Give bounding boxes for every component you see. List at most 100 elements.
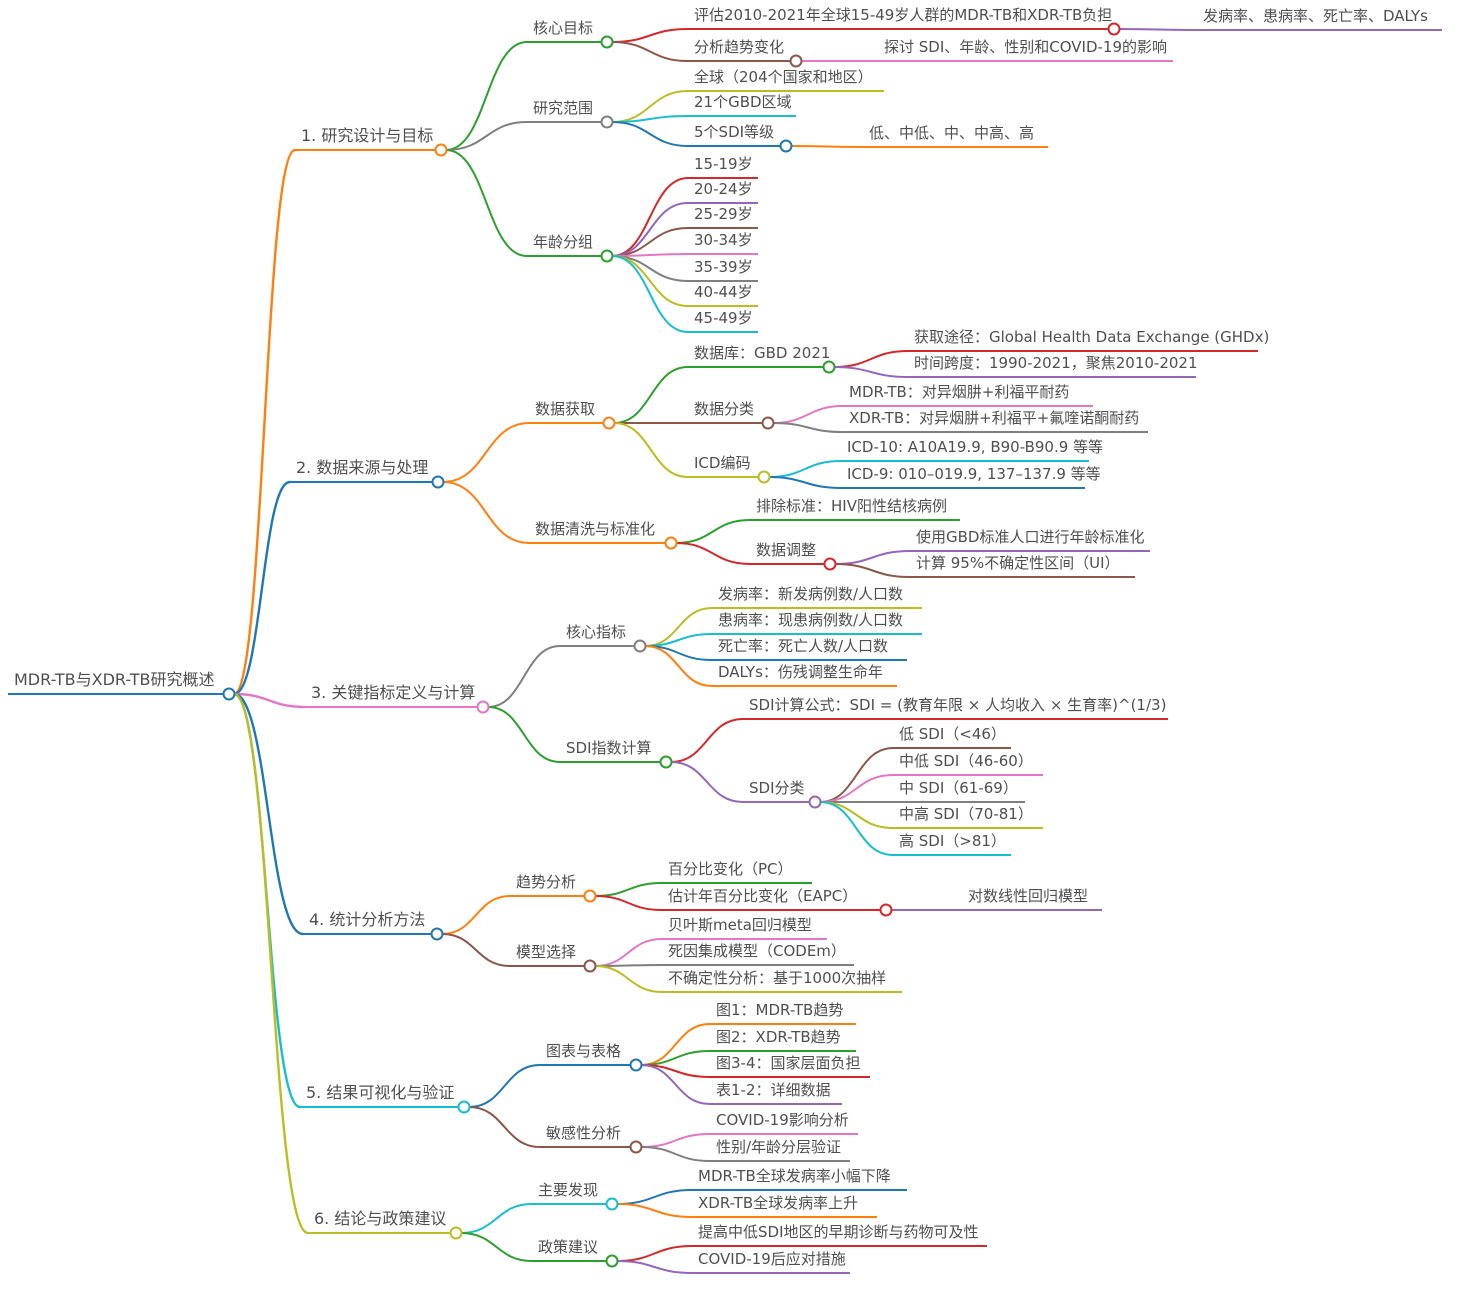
- node-collapse-toggle[interactable]: [629, 1140, 643, 1154]
- node-collapse-toggle[interactable]: [434, 143, 448, 157]
- node-main-findings[interactable]: 主要发现: [532, 1180, 606, 1205]
- branch-conclusions-policy[interactable]: 6. 结论与政策建议: [308, 1208, 450, 1234]
- node-collapse-toggle[interactable]: [808, 795, 822, 809]
- node-codem-model[interactable]: 死因集成模型（CODEm）: [662, 941, 854, 966]
- node-figures-3-4-country-burden[interactable]: 图3-4：国家层面负担: [710, 1053, 870, 1078]
- node-collapse-toggle[interactable]: [761, 416, 775, 430]
- node-sdi-classification[interactable]: SDI分类: [743, 778, 809, 803]
- node-age-25-29[interactable]: 25-29岁: [688, 204, 758, 229]
- node-collapse-toggle[interactable]: [222, 687, 236, 701]
- node-collapse-toggle[interactable]: [822, 360, 836, 374]
- node-percent-change[interactable]: 百分比变化（PC）: [662, 859, 812, 884]
- node-collapse-toggle[interactable]: [1107, 22, 1121, 36]
- node-study-scope[interactable]: 研究范围: [527, 98, 601, 123]
- node-collapse-toggle[interactable]: [633, 639, 647, 653]
- node-eapc[interactable]: 估计年百分比变化（EAPC）: [662, 886, 880, 911]
- node-uncertainty-analysis[interactable]: 不确定性分析：基于1000次抽样: [662, 968, 902, 993]
- node-covid-impact-analysis[interactable]: COVID-19影响分析: [710, 1110, 858, 1135]
- node-collapse-toggle[interactable]: [476, 700, 490, 714]
- node-collapse-toggle[interactable]: [600, 35, 614, 49]
- node-sdi-age-sex-covid-influence[interactable]: 探讨 SDI、年龄、性别和COVID-19的影响: [878, 37, 1173, 62]
- node-collapse-toggle[interactable]: [431, 475, 445, 489]
- branch-statistical-methods[interactable]: 4. 统计分析方法: [303, 909, 431, 935]
- node-5-sdi-levels[interactable]: 5个SDI等级: [688, 122, 780, 147]
- node-age-15-19[interactable]: 15-19岁: [688, 154, 758, 179]
- node-tables-1-2-detailed-data[interactable]: 表1-2：详细数据: [710, 1080, 842, 1105]
- branch-data-source-processing[interactable]: 2. 数据来源与处理: [290, 457, 432, 483]
- node-global-204-countries[interactable]: 全球（204个国家和地区）: [688, 67, 884, 92]
- node-middle-sdi[interactable]: 中 SDI（61-69）: [893, 778, 1025, 803]
- node-model-selection[interactable]: 模型选择: [510, 942, 584, 967]
- node-age-40-44[interactable]: 40-44岁: [688, 282, 758, 307]
- node-dalys-definition[interactable]: DALYs：伤残调整生命年: [712, 662, 897, 687]
- node-figures-tables[interactable]: 图表与表格: [540, 1041, 630, 1066]
- node-age-20-24[interactable]: 20-24岁: [688, 179, 758, 204]
- node-analyze-trend-changes[interactable]: 分析趋势变化: [688, 37, 790, 62]
- node-collapse-toggle[interactable]: [457, 1100, 471, 1114]
- node-data-adjustment[interactable]: 数据调整: [750, 540, 824, 565]
- node-icd-10-codes[interactable]: ICD-10: A10A19.9, B90-B90.9 等等: [841, 437, 1103, 462]
- node-21-gbd-regions[interactable]: 21个GBD区域: [688, 92, 796, 117]
- node-collapse-toggle[interactable]: [664, 536, 678, 550]
- node-sdi-formula[interactable]: SDI计算公式：SDI = (教育年限 × 人均收入 × 生育率)^(1/3): [743, 695, 1168, 720]
- node-xdr-tb-definition[interactable]: XDR-TB：对异烟肼+利福平+氟喹诺酮耐药: [843, 408, 1148, 433]
- node-trend-analysis[interactable]: 趋势分析: [510, 872, 584, 897]
- node-incidence-definition[interactable]: 发病率：新发病例数/人口数: [712, 584, 922, 609]
- node-improve-diagnosis-drug-access[interactable]: 提高中低SDI地区的早期诊断与药物可及性: [692, 1222, 987, 1247]
- root-node-mdr-xdr-overview[interactable]: MDR-TB与XDR-TB研究概述: [8, 669, 223, 695]
- node-sex-age-stratified-validation[interactable]: 性别/年龄分层验证: [710, 1137, 850, 1162]
- node-collapse-toggle[interactable]: [629, 1058, 643, 1072]
- node-icd-9-codes[interactable]: ICD-9: 010–019.9, 137–137.9 等等: [841, 464, 1101, 489]
- node-age-30-34[interactable]: 30-34岁: [688, 230, 758, 255]
- node-age-35-39[interactable]: 35-39岁: [688, 257, 758, 282]
- node-prevalence-definition[interactable]: 患病率：现患病例数/人口数: [712, 610, 922, 635]
- node-burden-assessment[interactable]: 评估2010-2021年全球15-49岁人群的MDR-TB和XDR-TB负担: [688, 5, 1112, 30]
- node-time-span[interactable]: 时间跨度：1990-2021，聚焦2010-2021: [908, 353, 1198, 378]
- node-collapse-toggle[interactable]: [789, 54, 803, 68]
- node-data-classification[interactable]: 数据分类: [688, 399, 762, 424]
- node-collapse-toggle[interactable]: [605, 1254, 619, 1268]
- node-sdi-index-calculation[interactable]: SDI指数计算: [560, 738, 660, 763]
- node-burden-metrics[interactable]: 发病率、患病率、死亡率、DALYs: [1197, 6, 1442, 31]
- node-database-gbd-2021[interactable]: 数据库：GBD 2021: [688, 343, 830, 368]
- node-low-sdi[interactable]: 低 SDI（<46）: [893, 724, 1011, 749]
- node-bayesian-meta-regression[interactable]: 贝叶斯meta回归模型: [662, 915, 827, 940]
- node-exclusion-criteria[interactable]: 排除标准：HIV阳性结核病例: [750, 496, 960, 521]
- node-collapse-toggle[interactable]: [583, 889, 597, 903]
- node-collapse-toggle[interactable]: [600, 249, 614, 263]
- branch-key-indicators[interactable]: 3. 关键指标定义与计算: [305, 682, 477, 708]
- node-collapse-toggle[interactable]: [583, 959, 597, 973]
- node-core-indicators[interactable]: 核心指标: [560, 622, 634, 647]
- node-access-ghdx[interactable]: 获取途径：Global Health Data Exchange (GHDx): [908, 327, 1269, 352]
- node-core-goals[interactable]: 核心目标: [527, 18, 601, 43]
- node-sdi-level-list[interactable]: 低、中低、中、中高、高: [863, 123, 1048, 148]
- node-icd-codes[interactable]: ICD编码: [688, 453, 758, 478]
- node-collapse-toggle[interactable]: [602, 416, 616, 430]
- branch-results-visualization-validation[interactable]: 5. 结果可视化与验证: [300, 1082, 458, 1108]
- node-collapse-toggle[interactable]: [605, 1197, 619, 1211]
- node-sensitivity-analysis[interactable]: 敏感性分析: [540, 1123, 630, 1148]
- node-data-acquisition[interactable]: 数据获取: [529, 399, 603, 424]
- branch-study-design-goals[interactable]: 1. 研究设计与目标: [295, 125, 435, 151]
- node-collapse-toggle[interactable]: [659, 755, 673, 769]
- node-collapse-toggle[interactable]: [430, 927, 444, 941]
- node-age-45-49[interactable]: 45-49岁: [688, 308, 758, 333]
- node-log-linear-regression[interactable]: 对数线性回归模型: [962, 886, 1102, 911]
- node-figure-2-xdr-trend[interactable]: 图2：XDR-TB趋势: [710, 1027, 856, 1052]
- node-collapse-toggle[interactable]: [757, 470, 771, 484]
- node-collapse-toggle[interactable]: [600, 115, 614, 129]
- node-data-cleaning-standardization[interactable]: 数据清洗与标准化: [529, 519, 665, 544]
- node-mortality-definition[interactable]: 死亡率：死亡人数/人口数: [712, 636, 907, 661]
- node-policy-recommendations[interactable]: 政策建议: [532, 1237, 606, 1262]
- node-collapse-toggle[interactable]: [823, 557, 837, 571]
- node-high-middle-sdi[interactable]: 中高 SDI（70-81）: [893, 804, 1043, 829]
- node-covid-response-measures[interactable]: COVID-19后应对措施: [692, 1249, 850, 1274]
- node-xdr-incidence-rise[interactable]: XDR-TB全球发病率上升: [692, 1193, 877, 1218]
- node-mdr-tb-definition[interactable]: MDR-TB：对异烟肼+利福平耐药: [843, 382, 1093, 407]
- node-high-sdi[interactable]: 高 SDI（>81）: [893, 831, 1011, 856]
- node-age-standardization[interactable]: 使用GBD标准人口进行年龄标准化: [910, 527, 1150, 552]
- node-figure-1-mdr-trend[interactable]: 图1：MDR-TB趋势: [710, 1000, 856, 1025]
- node-collapse-toggle[interactable]: [779, 139, 793, 153]
- node-collapse-toggle[interactable]: [449, 1226, 463, 1240]
- node-95-uncertainty-interval[interactable]: 计算 95%不确定性区间（UI）: [910, 553, 1135, 578]
